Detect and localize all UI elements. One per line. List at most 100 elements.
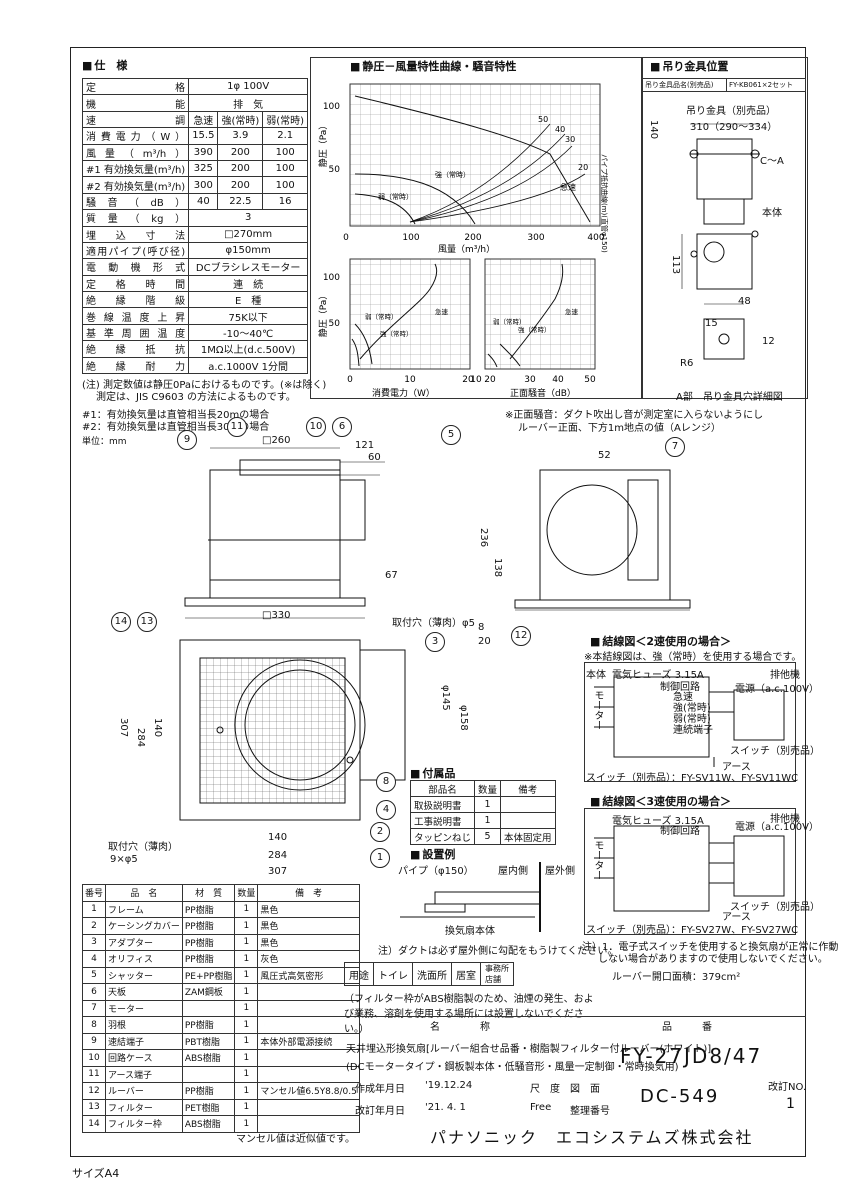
bottom-view xyxy=(179,639,406,821)
noise-xtick-10: 10 xyxy=(470,375,482,385)
spec-key: #2 有効換気量(m³/h) xyxy=(81,176,190,194)
acc-cell xyxy=(500,796,556,813)
part-callout-8: 8 xyxy=(376,772,396,792)
noise-xlabel: 正面騒音（dB） xyxy=(510,387,576,399)
spec-value: 200 xyxy=(217,159,264,178)
dc-number: DC-549 xyxy=(640,1086,720,1107)
wiring3-note2: しない場合がありますので使用しないでください。 xyxy=(598,954,828,965)
parts-cell: 1 xyxy=(234,950,259,968)
part-callout-2: 2 xyxy=(370,822,390,842)
chart-note-2: ルーバー正面、下方1m地点の値（Aレンジ） xyxy=(518,423,721,434)
noise-jaku-curve xyxy=(487,353,498,368)
parts-head-note: 備 考 xyxy=(257,884,360,902)
parts-cell: オリフィス xyxy=(105,950,183,968)
spec-key: 騒音（dB） xyxy=(81,192,190,211)
spec-key: 定格時間 xyxy=(81,274,190,293)
parts-cell: 黒色 xyxy=(257,933,360,951)
parts-cell: 3 xyxy=(81,933,107,951)
install-note: 注）ダクトは必ず屋外側に勾配をもうけてください。 xyxy=(378,946,618,957)
spec-key: 速 調 xyxy=(81,110,190,129)
install-pipe: パイプ（φ150） xyxy=(398,866,474,877)
spec-value: 2.1 xyxy=(262,127,309,145)
spec-key: 機 能 xyxy=(81,94,190,112)
hanger-r6: R6 xyxy=(680,358,694,369)
wiring2-note: ※本結線図は、強（常時）を使用する場合です。 xyxy=(584,652,802,663)
spec-value: 390 xyxy=(188,143,219,161)
parts-cell: PP樹脂 xyxy=(181,900,236,918)
label-40: 40 xyxy=(555,125,565,134)
main-xtick-200: 200 xyxy=(464,233,481,243)
wiring2-kikai: 排他機 xyxy=(770,670,800,681)
spec-row: 速 調急速強(常時)弱(常時) xyxy=(81,110,309,129)
dim-236: 236 xyxy=(478,528,489,548)
power-label-kyo: 強（常時） xyxy=(380,329,413,338)
parts-cell: 羽根 xyxy=(105,1016,183,1034)
dim-52: 52 xyxy=(598,450,611,461)
chart-note-1: ※正面騒音：ダクト吹出し音が測定室に入らないようにし xyxy=(505,410,764,421)
spec-value: 22.5 xyxy=(217,192,264,211)
part-callout-1: 1 xyxy=(370,848,390,868)
title-block xyxy=(344,1016,806,1158)
spec-value: 300 xyxy=(188,176,219,194)
wiring3-relay: 制御回路 xyxy=(660,826,700,837)
wiring3-motor: モーター xyxy=(592,840,603,880)
part-callout-3: 3 xyxy=(425,632,445,652)
spec-value: φ150mm xyxy=(188,241,309,260)
part-callout-11: 11 xyxy=(227,417,247,437)
parts-cell xyxy=(181,1065,236,1083)
parts-cell: 9 xyxy=(81,1032,107,1050)
install-body: 換気扇本体 xyxy=(445,926,495,937)
label-50: 50 xyxy=(538,115,548,124)
parts-head-name: 品 名 xyxy=(105,884,183,902)
spec-title: 仕 様 xyxy=(82,57,127,73)
spec-row: 適用パイプ(呼び径)φ150mm xyxy=(81,241,309,260)
install-title: 設置例 xyxy=(410,846,455,862)
parts-cell: 1 xyxy=(234,1065,259,1083)
parts-cell: アダプター xyxy=(105,933,183,951)
noise-xtick-50: 50 xyxy=(584,375,596,385)
rev-no: 1 xyxy=(786,1096,795,1112)
acc-cell xyxy=(500,812,556,829)
wiring2-fuse: 電気ヒューズ 3.15A xyxy=(612,670,704,681)
parts-cell: 1 xyxy=(234,1082,259,1100)
main-xtick-400: 400 xyxy=(587,233,604,243)
usage-item-0: トイレ xyxy=(373,962,413,986)
part-callout-5: 5 xyxy=(441,425,461,445)
power-xlabel: 消費電力（W） xyxy=(372,387,435,399)
parts-foot: マンセル値は近似値です。 xyxy=(236,1134,355,1145)
install-inside: 屋内側 xyxy=(498,866,528,877)
hanger-drawing xyxy=(681,123,760,360)
parts-cell: PP樹脂 xyxy=(181,1082,236,1100)
spec-value: 急速 xyxy=(188,110,219,129)
wiring3-title: 結線図＜3速使用の場合＞ xyxy=(590,793,731,809)
wiring3-diagram xyxy=(594,825,785,912)
parts-head-no: 番号 xyxy=(81,884,107,902)
wiring2-k1: 急速 xyxy=(673,692,693,703)
rev-no-label: 改訂NO. xyxy=(768,1082,807,1093)
model-number: FY-27JD8/47 xyxy=(620,1044,763,1068)
parts-head-material: 材 質 xyxy=(181,884,236,902)
unit-label: 単位：mm xyxy=(82,437,127,447)
parts-cell: 4 xyxy=(81,950,107,968)
wiring2-motor: モーター xyxy=(592,690,603,730)
parts-cell: 1 xyxy=(234,1016,259,1034)
label-jaku: 弱（常時） xyxy=(378,192,413,201)
noise-xtick-30: 30 xyxy=(524,375,536,385)
mount-hole-1: 取付穴（薄肉）φ5 xyxy=(392,618,475,629)
dim-284: 284 xyxy=(135,728,146,748)
spec-foot-1: #1：有効換気量は直管相当長20mの場合 xyxy=(82,410,270,421)
label-kyo: 強（常時） xyxy=(435,170,470,179)
spec-value: 1φ 100V xyxy=(188,77,309,96)
parts-cell: 11 xyxy=(81,1065,107,1083)
acc-head-note: 備考 xyxy=(500,780,556,797)
spec-value: 弱(常時) xyxy=(262,110,309,129)
label-kyu: 急速 xyxy=(560,182,576,192)
